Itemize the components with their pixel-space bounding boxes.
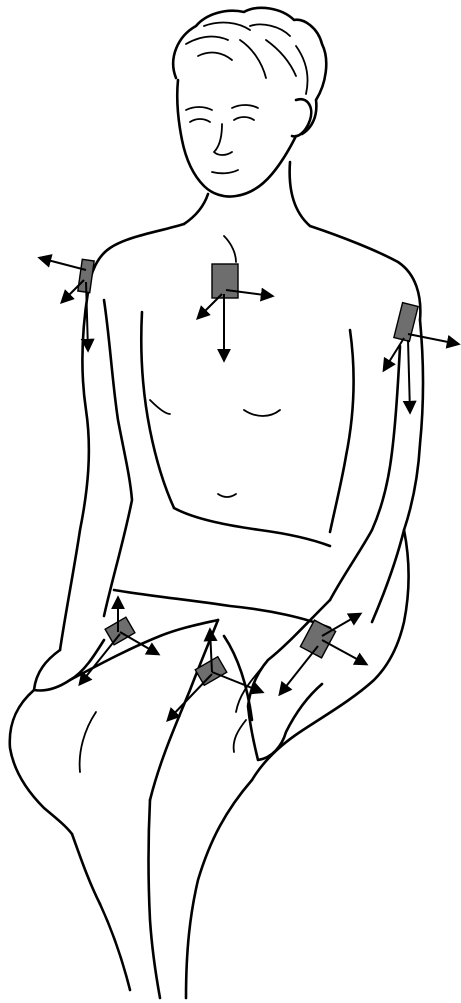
legs bbox=[10, 530, 409, 998]
neck-left bbox=[184, 194, 208, 224]
left-shoulder-sensor bbox=[40, 258, 94, 350]
right-arm-outer bbox=[372, 320, 423, 622]
ear bbox=[292, 99, 311, 136]
mouth bbox=[212, 170, 238, 173]
y-axis-arrow bbox=[198, 294, 222, 318]
z-axis-arrow bbox=[280, 646, 318, 694]
left-knee bbox=[10, 690, 72, 834]
fold-line bbox=[80, 712, 96, 772]
y-axis-arrow bbox=[384, 338, 404, 370]
z-axis-arrow bbox=[80, 634, 120, 684]
left-pectoral bbox=[150, 400, 170, 414]
hair-strands bbox=[186, 23, 308, 94]
sensor-box bbox=[105, 617, 135, 645]
right-leg bbox=[149, 800, 161, 998]
head bbox=[173, 8, 326, 197]
right-thigh-top bbox=[150, 620, 218, 800]
left-shoulder-line bbox=[88, 224, 184, 292]
right-eye bbox=[234, 117, 254, 120]
lap-line bbox=[114, 590, 330, 628]
right-pectoral bbox=[244, 410, 280, 416]
sensor-box bbox=[212, 264, 238, 298]
torso bbox=[88, 162, 420, 546]
right-eyebrow bbox=[232, 105, 258, 108]
face-outline bbox=[177, 80, 296, 197]
collarbone bbox=[224, 236, 236, 262]
right-arm-inner bbox=[330, 346, 400, 600]
left-arm-inner bbox=[104, 300, 132, 616]
left-side-torso bbox=[141, 312, 174, 508]
left-eye bbox=[190, 119, 210, 122]
z-axis-arrow bbox=[408, 340, 410, 412]
x-axis-arrow bbox=[322, 640, 366, 664]
right-shin bbox=[186, 780, 252, 998]
nose bbox=[214, 124, 232, 155]
left-shin bbox=[72, 834, 100, 904]
left-eyebrow bbox=[186, 107, 212, 110]
x-axis-arrow bbox=[40, 258, 86, 270]
left-arm-outer bbox=[60, 292, 89, 650]
y-axis-arrow bbox=[322, 614, 360, 636]
neck-right bbox=[290, 162, 310, 226]
chest-sensor bbox=[198, 264, 272, 360]
z-axis-arrow bbox=[168, 674, 212, 720]
left-calf bbox=[100, 904, 130, 990]
right-side-torso bbox=[330, 330, 353, 532]
x-axis-arrow bbox=[408, 334, 458, 344]
waist-line bbox=[174, 508, 330, 546]
navel bbox=[218, 494, 236, 497]
left-hand bbox=[34, 640, 104, 691]
right-wrist-sensor bbox=[280, 614, 366, 694]
